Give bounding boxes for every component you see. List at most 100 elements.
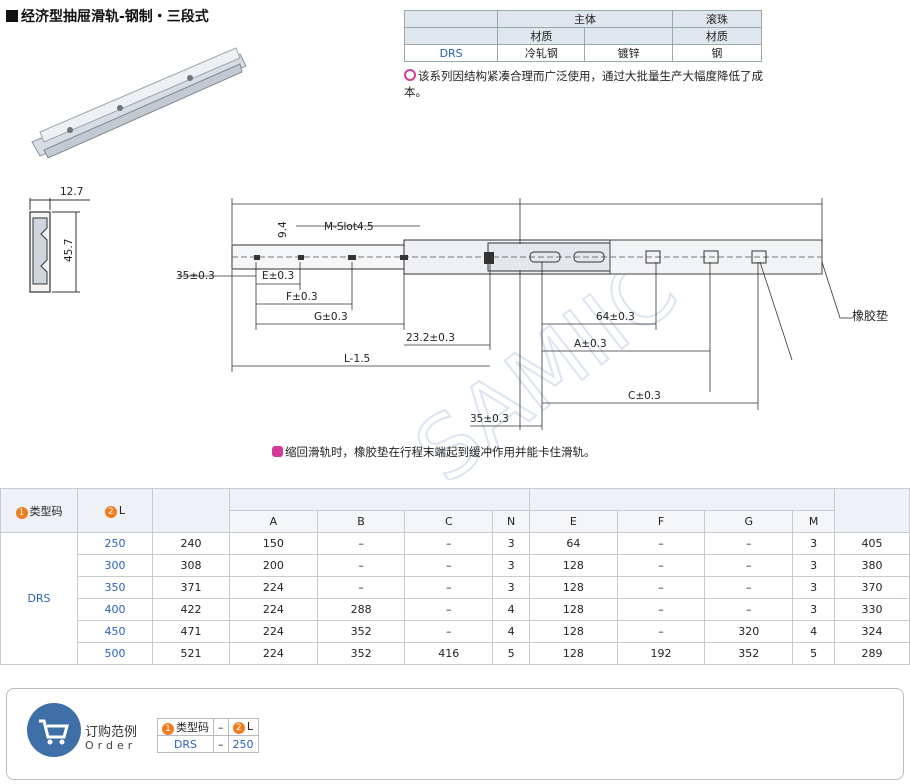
col-header: F: [616, 510, 706, 533]
table-cell: 4: [492, 598, 530, 621]
length-value: 500: [77, 642, 153, 665]
dim-64: 64±0.3: [596, 311, 635, 323]
table-cell: 320: [704, 620, 794, 643]
technical-drawing: SAMIIC 12.7 45.7: [29, 47, 888, 480]
ball-material: 钢: [671, 44, 763, 62]
table-cell: –: [616, 554, 706, 577]
table-cell: 3: [792, 576, 835, 599]
section-view: [29, 198, 90, 293]
table-cell: 289: [834, 642, 910, 665]
table-cell: 128: [528, 554, 618, 577]
num-badge: 1: [15, 506, 28, 519]
header-body: 主体: [497, 10, 673, 28]
dimension-lines: [178, 198, 852, 430]
table-cell: –: [704, 532, 794, 555]
dim-35-left: 35±0.3: [176, 270, 215, 282]
table-cell: 128: [528, 576, 618, 599]
table-cell: –: [616, 576, 706, 599]
page-title: 经济型抽屉滑轨-钢制・三段式: [6, 6, 209, 26]
dim-35-bottom: 35±0.3: [470, 413, 509, 425]
table-cell: 64: [528, 532, 618, 555]
retract-note: 缩回滑轨时，橡胶垫在行程末端起到缓冲作用并能卡住滑轨。: [272, 444, 596, 460]
type-code: DRS: [0, 532, 78, 665]
col-header: E: [528, 510, 618, 533]
product-photo: [31, 47, 247, 159]
dim-F: F±0.3: [286, 291, 318, 303]
table-cell: 352: [704, 642, 794, 665]
table-cell: 352: [316, 642, 406, 665]
col-header: A: [229, 510, 318, 533]
table-cell: 521: [152, 642, 230, 665]
order-type-code: DRS: [157, 735, 214, 753]
dim-height: 45.7: [63, 239, 75, 262]
table-cell: 240: [152, 532, 230, 555]
note-circle-icon: [404, 69, 416, 81]
num-badge: 2: [232, 722, 245, 734]
table-cell: –: [704, 554, 794, 577]
table-cell: 380: [834, 554, 910, 577]
order-title: 订购范例: [85, 725, 138, 740]
material-code: DRS: [403, 44, 499, 62]
body-finish: 镀锌: [584, 44, 673, 62]
dim-slot-height: 9.4: [277, 221, 289, 238]
table-cell: –: [704, 576, 794, 599]
num-badge: 2: [104, 505, 117, 518]
col-header: G: [704, 510, 794, 533]
order-subtitle: Order: [85, 739, 137, 752]
dim-23-2: 23.2±0.3: [406, 332, 455, 344]
length-value: 400: [77, 598, 153, 621]
table-cell: 5: [492, 642, 530, 665]
table-cell: 224: [229, 642, 318, 665]
col-header: B: [316, 510, 406, 533]
order-L-value: 250: [227, 735, 259, 753]
table-cell: –: [616, 620, 706, 643]
slot-label: M-Slot4.5: [324, 221, 374, 233]
dim-width: 12.7: [60, 186, 83, 198]
table-cell: 128: [528, 620, 618, 643]
body-material: 冷轧钢: [497, 44, 586, 62]
table-cell: 192: [616, 642, 706, 665]
table-cell: 3: [492, 532, 530, 555]
table-cell: –: [316, 576, 406, 599]
table-cell: 352: [316, 620, 406, 643]
table-cell: –: [704, 598, 794, 621]
table-cell: 288: [316, 598, 406, 621]
num-badge: 1: [162, 723, 174, 735]
length-value: 350: [77, 576, 153, 599]
table-cell: –: [404, 532, 494, 555]
table-cell: 370: [834, 576, 910, 599]
table-cell: –: [316, 554, 406, 577]
table-cell: 405: [834, 532, 910, 555]
structure-note: 该系列因结构紧凑合理而广泛使用，通过大批量生产大幅度降低了成本。: [404, 69, 763, 99]
dim-C: C±0.3: [628, 390, 661, 402]
table-cell: 330: [834, 598, 910, 621]
table-cell: 128: [528, 642, 618, 665]
table-cell: –: [404, 576, 494, 599]
table-cell: 416: [404, 642, 494, 665]
table-cell: 4: [492, 620, 530, 643]
table-cell: 3: [792, 532, 835, 555]
table-cell: 200: [229, 554, 318, 577]
header-ball: 滚珠: [671, 10, 763, 28]
col-header: C: [404, 510, 494, 533]
title-square-icon: [6, 10, 18, 22]
length-value: 450: [77, 620, 153, 643]
table-cell: 4: [792, 620, 835, 643]
table-cell: 224: [229, 598, 318, 621]
table-cell: 308: [152, 554, 230, 577]
table-cell: –: [616, 532, 706, 555]
table-cell: –: [404, 620, 494, 643]
table-cell: 3: [792, 598, 835, 621]
table-cell: 3: [492, 554, 530, 577]
